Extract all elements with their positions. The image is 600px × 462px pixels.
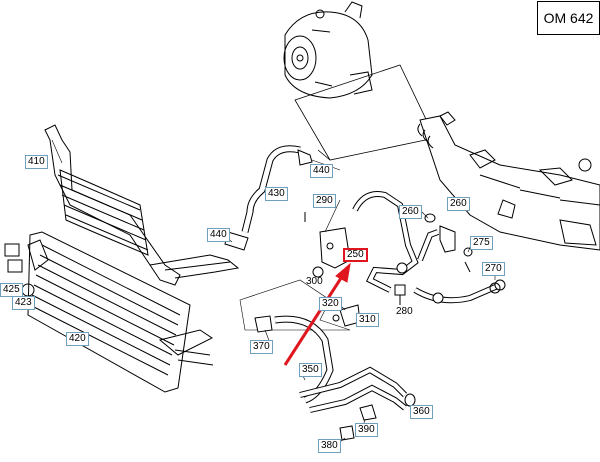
callout-440-left[interactable]: 440 <box>207 228 230 242</box>
oil-cooler-frame <box>44 124 240 286</box>
callout-350[interactable]: 350 <box>299 363 322 377</box>
bracket-290 <box>304 212 351 269</box>
callout-280[interactable]: 280 <box>396 306 413 317</box>
callout-425[interactable]: 425 <box>0 283 23 297</box>
callout-370[interactable]: 370 <box>250 340 273 354</box>
bolt-300 <box>312 266 324 278</box>
callout-260-right[interactable]: 260 <box>447 197 470 211</box>
callout-420[interactable]: 420 <box>66 332 89 346</box>
steering-pump <box>283 1 373 99</box>
callout-390[interactable]: 390 <box>355 423 378 437</box>
bolt-280 <box>394 284 406 305</box>
callout-360[interactable]: 360 <box>410 405 433 419</box>
hose-430 <box>224 145 313 251</box>
callout-423[interactable]: 423 <box>12 296 35 310</box>
callout-260-left[interactable]: 260 <box>399 205 422 219</box>
callout-275[interactable]: 275 <box>470 236 493 250</box>
highlight-arrow <box>283 262 351 366</box>
callout-300[interactable]: 300 <box>306 276 323 287</box>
return-hose-350 <box>254 315 416 413</box>
engine-code-label: OM 642 <box>537 1 600 35</box>
callout-440-right[interactable]: 440 <box>310 164 333 178</box>
callout-410[interactable]: 410 <box>25 155 48 169</box>
callout-250[interactable]: 250 <box>343 248 368 262</box>
radiator <box>27 231 214 393</box>
pressure-line-250 <box>352 191 506 304</box>
callout-310[interactable]: 310 <box>356 313 379 327</box>
pump-leader-line <box>317 149 331 161</box>
leader-frame-310 <box>239 279 351 331</box>
callout-270[interactable]: 270 <box>482 262 505 276</box>
callout-380[interactable]: 380 <box>318 439 341 453</box>
callout-290[interactable]: 290 <box>313 194 336 208</box>
bolt-380 <box>339 425 355 441</box>
bolt-390 <box>359 404 377 421</box>
callout-430[interactable]: 430 <box>265 187 288 201</box>
callout-320[interactable]: 320 <box>319 297 342 311</box>
fittings-260-275 <box>424 213 501 294</box>
